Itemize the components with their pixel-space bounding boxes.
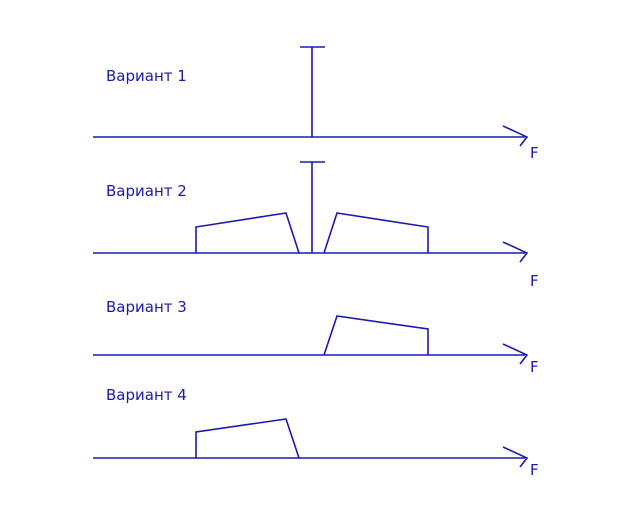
variant-2-panel: Вариант 2 F — [93, 161, 539, 290]
variant-2-upper-sideband — [323, 212, 429, 254]
variant-4-lower-sideband — [195, 418, 300, 459]
variant-2-carrier-line — [300, 161, 325, 253]
variant-1-carrier-line — [300, 46, 325, 137]
variant-3-axis-label: F — [530, 358, 539, 376]
variant-4-panel: Вариант 4 F — [93, 386, 539, 479]
variant-4-label: Вариант 4 — [106, 386, 187, 404]
variant-2-axis-arrow — [502, 241, 529, 263]
variant-3-axis-arrow — [502, 343, 529, 365]
variant-1-axis-arrow — [502, 125, 529, 147]
variant-1-axis-label: F — [530, 144, 539, 162]
variant-1-panel: Вариант 1 F — [93, 46, 539, 162]
variant-4-axis-label: F — [530, 461, 539, 479]
variant-2-axis-label: F — [530, 272, 539, 290]
variant-4-axis-arrow — [502, 446, 529, 468]
variant-3-label: Вариант 3 — [106, 298, 187, 316]
variant-2-label: Вариант 2 — [106, 182, 187, 200]
variant-2-lower-sideband — [195, 212, 300, 254]
variant-3-upper-sideband — [323, 315, 429, 356]
variant-3-panel: Вариант 3 F — [93, 298, 539, 376]
variant-1-label: Вариант 1 — [106, 67, 187, 85]
